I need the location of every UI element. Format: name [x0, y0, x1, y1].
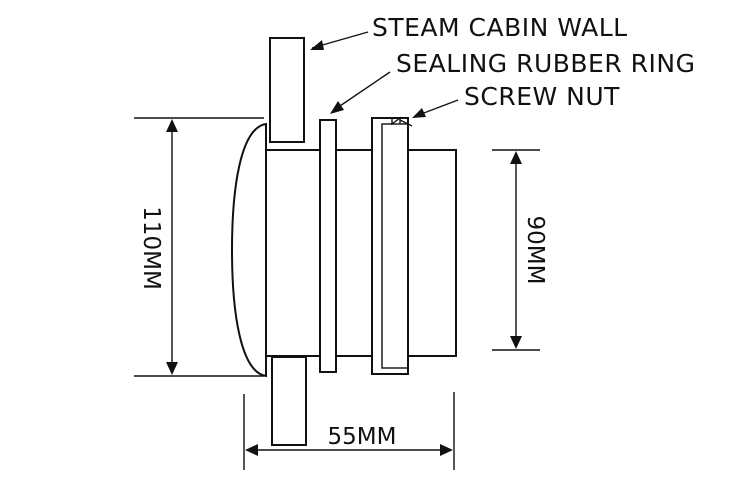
arrow-right-55 [440, 444, 453, 456]
sealing-rubber-ring [319, 119, 337, 373]
label-steam-cabin-wall: STEAM CABIN WALL [372, 13, 628, 42]
ring-leader-arrowhead [330, 101, 344, 114]
screw-nut-thread [391, 116, 413, 127]
speaker-body [230, 116, 457, 378]
arrow-left-55 [245, 444, 258, 456]
front-cover [230, 122, 267, 378]
screw-nut [371, 117, 409, 375]
wall-upper-section [269, 37, 305, 143]
arrow-up-90 [510, 151, 522, 164]
label-sealing-rubber-ring: SEALING RUBBER RING [396, 49, 696, 78]
arrow-down-110 [166, 362, 178, 375]
leader-lines [310, 31, 459, 118]
ring-leader [333, 71, 391, 111]
dimension-55 [243, 392, 455, 470]
dim-label-110: 110MM [138, 206, 164, 290]
dimension-110 [134, 117, 264, 377]
speaker-cylinder [261, 149, 457, 357]
nut-leader-arrowhead [412, 108, 426, 118]
dimension-90 [492, 149, 540, 351]
dim-label-90: 90MM [522, 216, 548, 285]
wall-leader-arrowhead [310, 40, 324, 50]
label-screw-nut: SCREW NUT [464, 82, 620, 111]
arrow-up-110 [166, 119, 178, 132]
dim-label-55: 55MM [328, 424, 397, 450]
wall-lower-section [271, 356, 307, 446]
arrow-down-90 [510, 336, 522, 349]
